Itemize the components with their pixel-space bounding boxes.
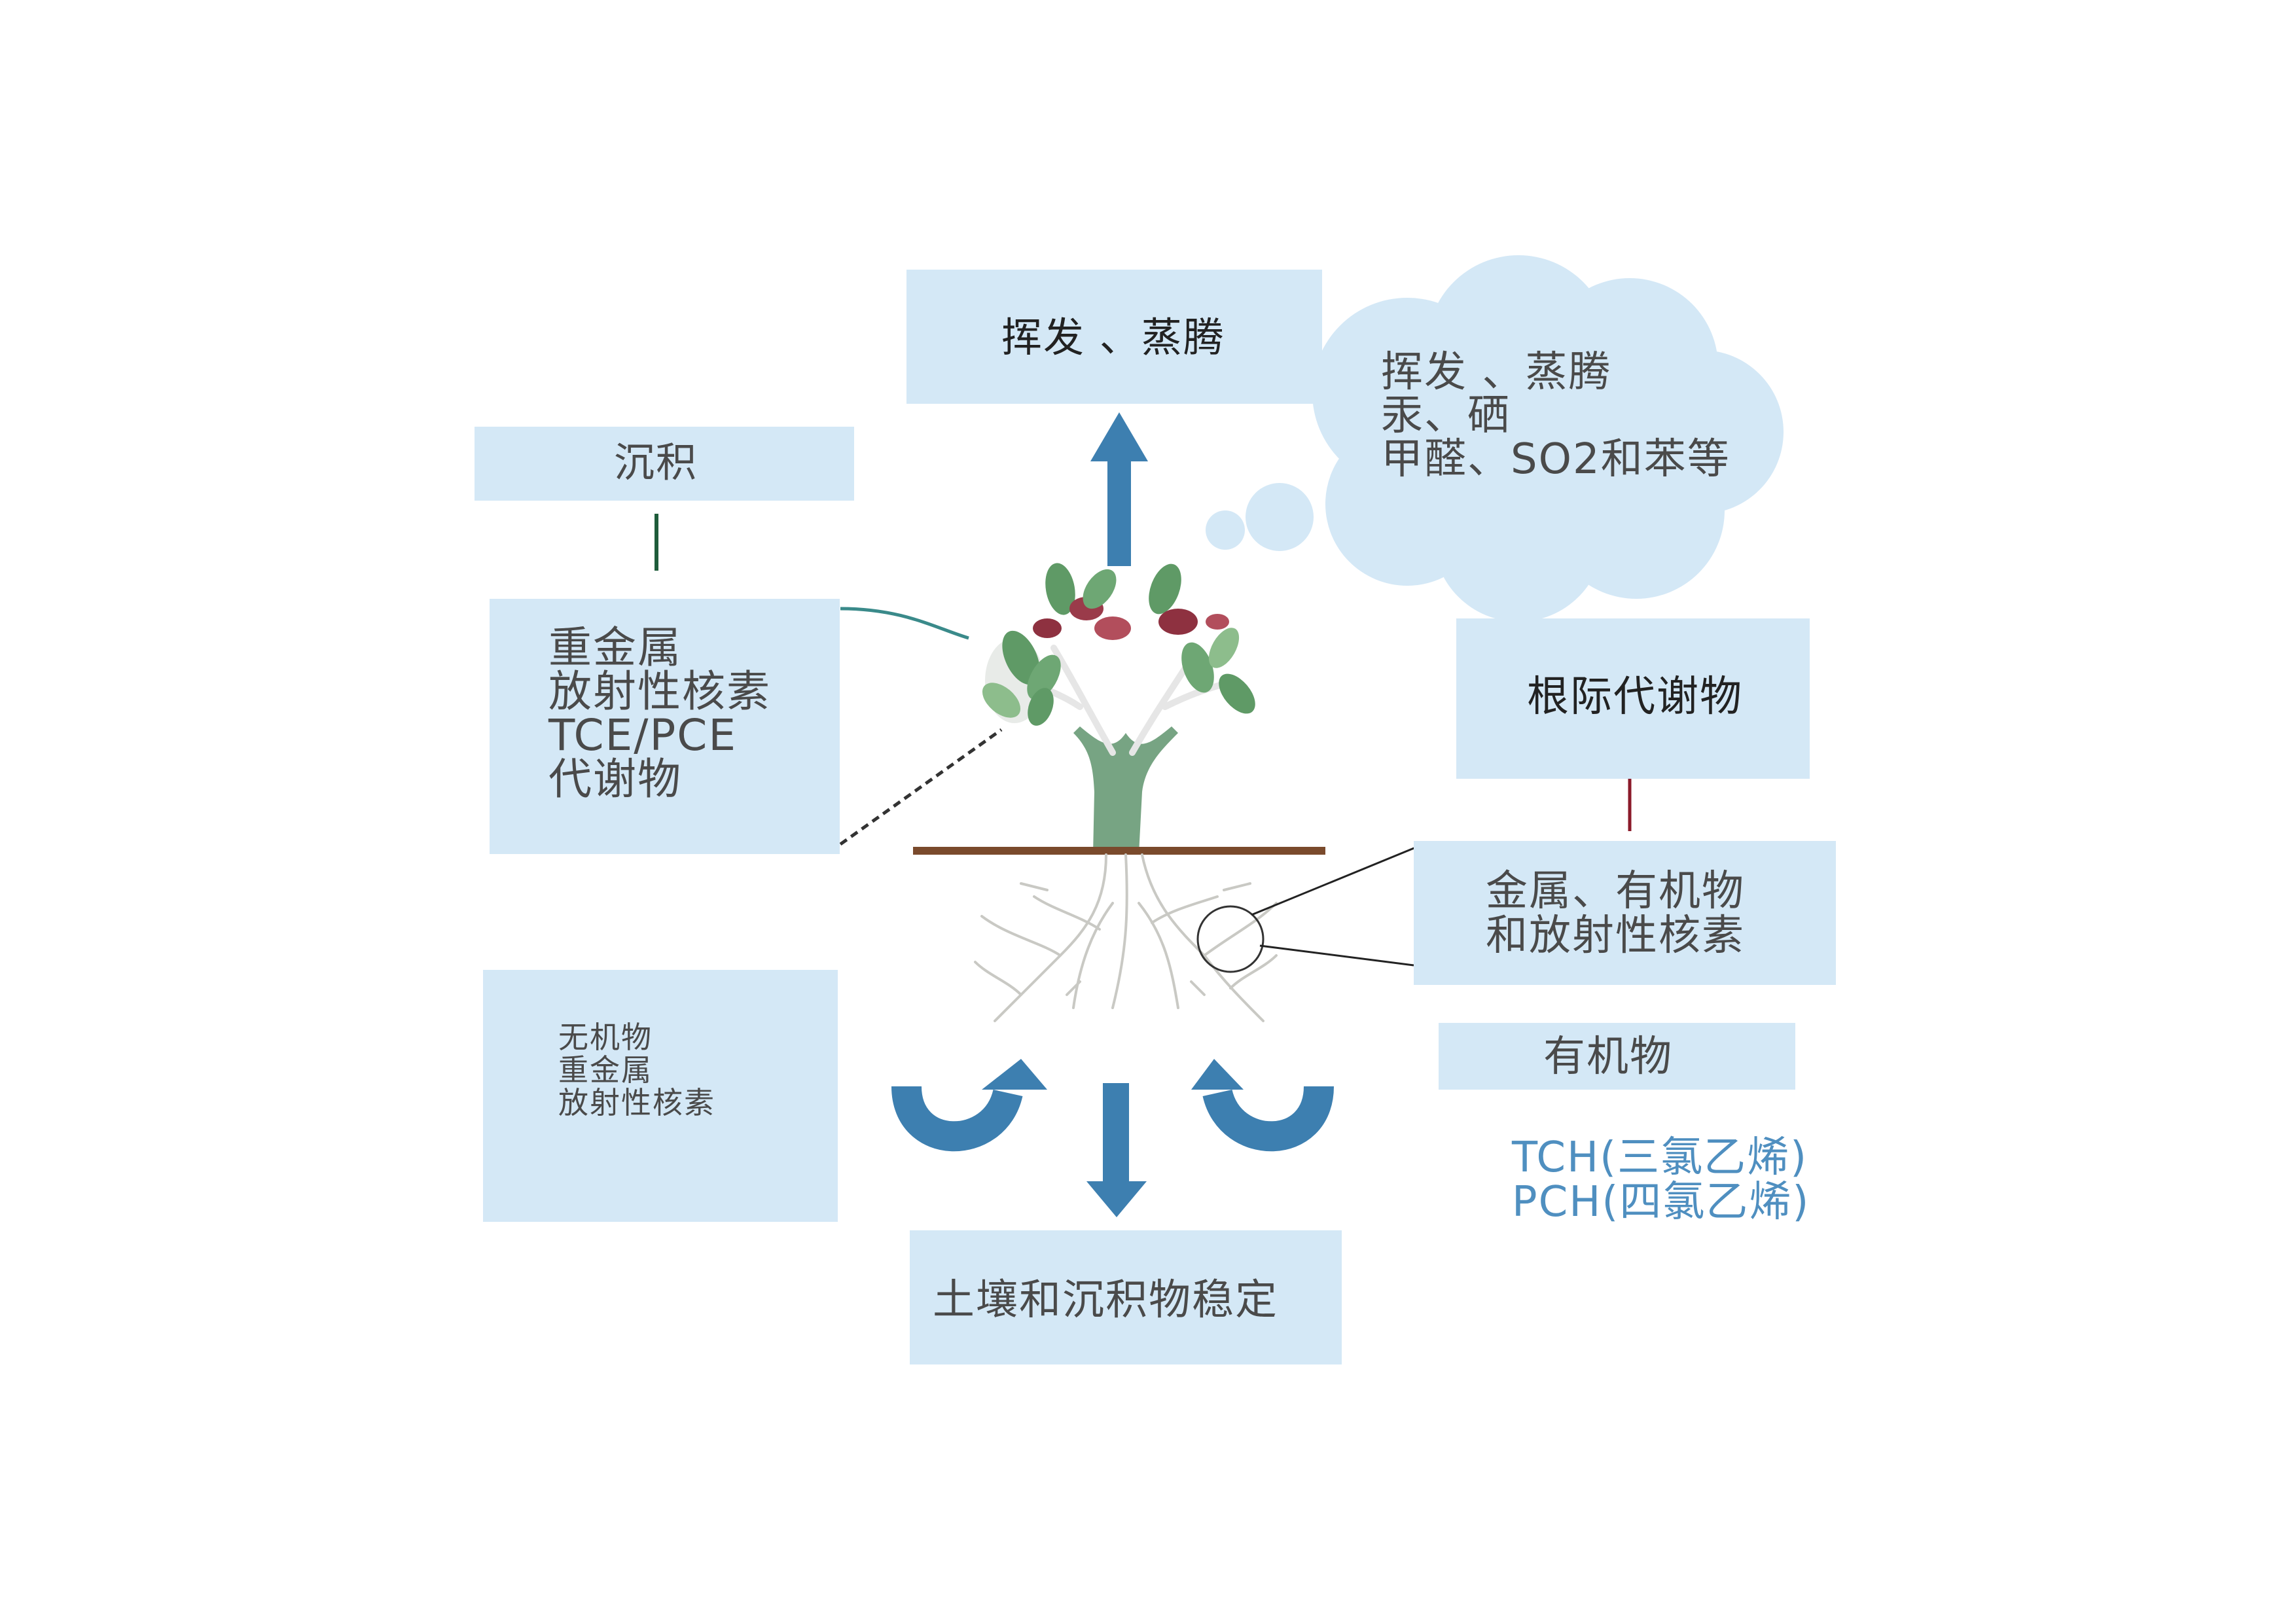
cloud-line-3: 甲醛、SO2和苯等	[1381, 435, 1731, 484]
cloud-line-2: 汞、硒	[1381, 391, 1511, 440]
deposition-label: 沉积	[614, 438, 698, 486]
metals-organics-line-1: 金属、有机物	[1486, 867, 1745, 916]
curved-arrow-left-icon	[891, 1059, 1047, 1152]
cloud-bubble-small	[1206, 510, 1245, 550]
pce-label: PCH(四氯乙烯)	[1512, 1178, 1810, 1226]
root-system	[974, 853, 1278, 1022]
heavy-metals-line-2: 放射性核素	[548, 666, 771, 717]
tree-foliage	[982, 563, 1255, 726]
up-arrow-icon	[1090, 412, 1148, 566]
inorganic-box: 无机物 重金属 放射性核素	[483, 970, 838, 1222]
ground-line	[913, 847, 1325, 855]
volatilization-box: 挥发 、蒸腾	[906, 270, 1322, 404]
root-exudates-box: 根际代谢物	[1456, 618, 1810, 779]
metals-organics-line-2: 和放射性核素	[1486, 912, 1745, 960]
heavy-metals-box: 重金属 放射性核素 TCE/PCE 代谢物	[490, 599, 840, 854]
heavy-metals-line-4: 代谢物	[548, 754, 682, 804]
volatilization-label: 挥发 、蒸腾	[1001, 313, 1225, 361]
root-zoom-circle	[1196, 905, 1265, 973]
down-arrow-icon	[1086, 1083, 1147, 1217]
heavy-metals-line-1: 重金属	[548, 622, 682, 673]
thought-cloud	[1312, 255, 1784, 622]
curved-arrow-right-icon	[1191, 1059, 1334, 1152]
tree-trunk	[1073, 726, 1178, 854]
metals-organics-box: 金属、有机物 和放射性核素	[1414, 841, 1836, 985]
connector-dashed	[839, 728, 1003, 846]
organics-box: 有机物	[1439, 1023, 1795, 1090]
connector-leaf	[840, 607, 969, 640]
cloud-bubble-large	[1246, 483, 1314, 551]
inorganic-line-3: 放射性核素	[558, 1085, 715, 1120]
root-exudates-label: 根际代谢物	[1527, 673, 1743, 721]
organics-label: 有机物	[1543, 1033, 1673, 1081]
stabilization-label: 土壤和沉积物稳定	[933, 1276, 1278, 1325]
inorganic-line-1: 无机物	[558, 1020, 653, 1055]
heavy-metals-line-3: TCE/PCE	[548, 710, 738, 760]
stabilization-box: 土壤和沉积物稳定	[910, 1230, 1342, 1364]
deposition-box: 沉积	[475, 427, 854, 501]
connector-root-upper	[1251, 843, 1424, 916]
inorganic-line-2: 重金属	[558, 1052, 653, 1088]
cloud-line-1: 挥发 、蒸腾	[1381, 348, 1612, 397]
connector-root-lower	[1259, 944, 1414, 967]
tce-label: TCH(三氯乙烯)	[1512, 1133, 1808, 1182]
